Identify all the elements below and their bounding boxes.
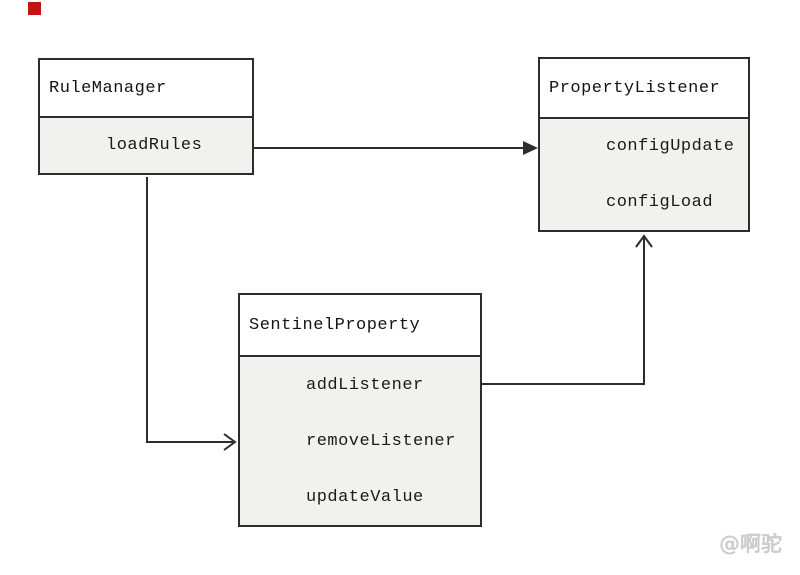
open-arrowhead-icon: [223, 433, 237, 451]
method-label: loadRules: [106, 136, 203, 155]
class-methods: addListener removeListener updateValue: [240, 357, 480, 525]
class-box-propertylistener: PropertyListener configUpdate configLoad: [538, 57, 750, 232]
class-box-sentinelproperty: SentinelProperty addListener removeListe…: [238, 293, 482, 527]
method-label: removeListener: [306, 431, 456, 451]
red-marker: [28, 2, 41, 15]
class-title: RuleManager: [40, 60, 252, 118]
arrow-rulemanager-to-sentinelproperty: [146, 177, 237, 451]
method-label: configUpdate: [606, 137, 735, 157]
method-label: addListener: [306, 375, 424, 395]
watermark: @啊驼: [719, 532, 782, 556]
open-arrowhead-icon: [635, 234, 653, 248]
arrow-rulemanager-to-propertylistener: [254, 141, 538, 155]
class-methods: configUpdate configLoad: [540, 119, 748, 230]
class-title: PropertyListener: [540, 59, 748, 119]
method-label: updateValue: [306, 487, 424, 507]
class-methods: loadRules: [40, 118, 252, 173]
method-label: configLoad: [606, 192, 714, 212]
class-box-rulemanager: RuleManager loadRules: [38, 58, 254, 175]
arrow-sentinelproperty-to-propertylistener: [482, 234, 653, 385]
filled-arrowhead-icon: [523, 141, 538, 155]
class-title: SentinelProperty: [240, 295, 480, 357]
